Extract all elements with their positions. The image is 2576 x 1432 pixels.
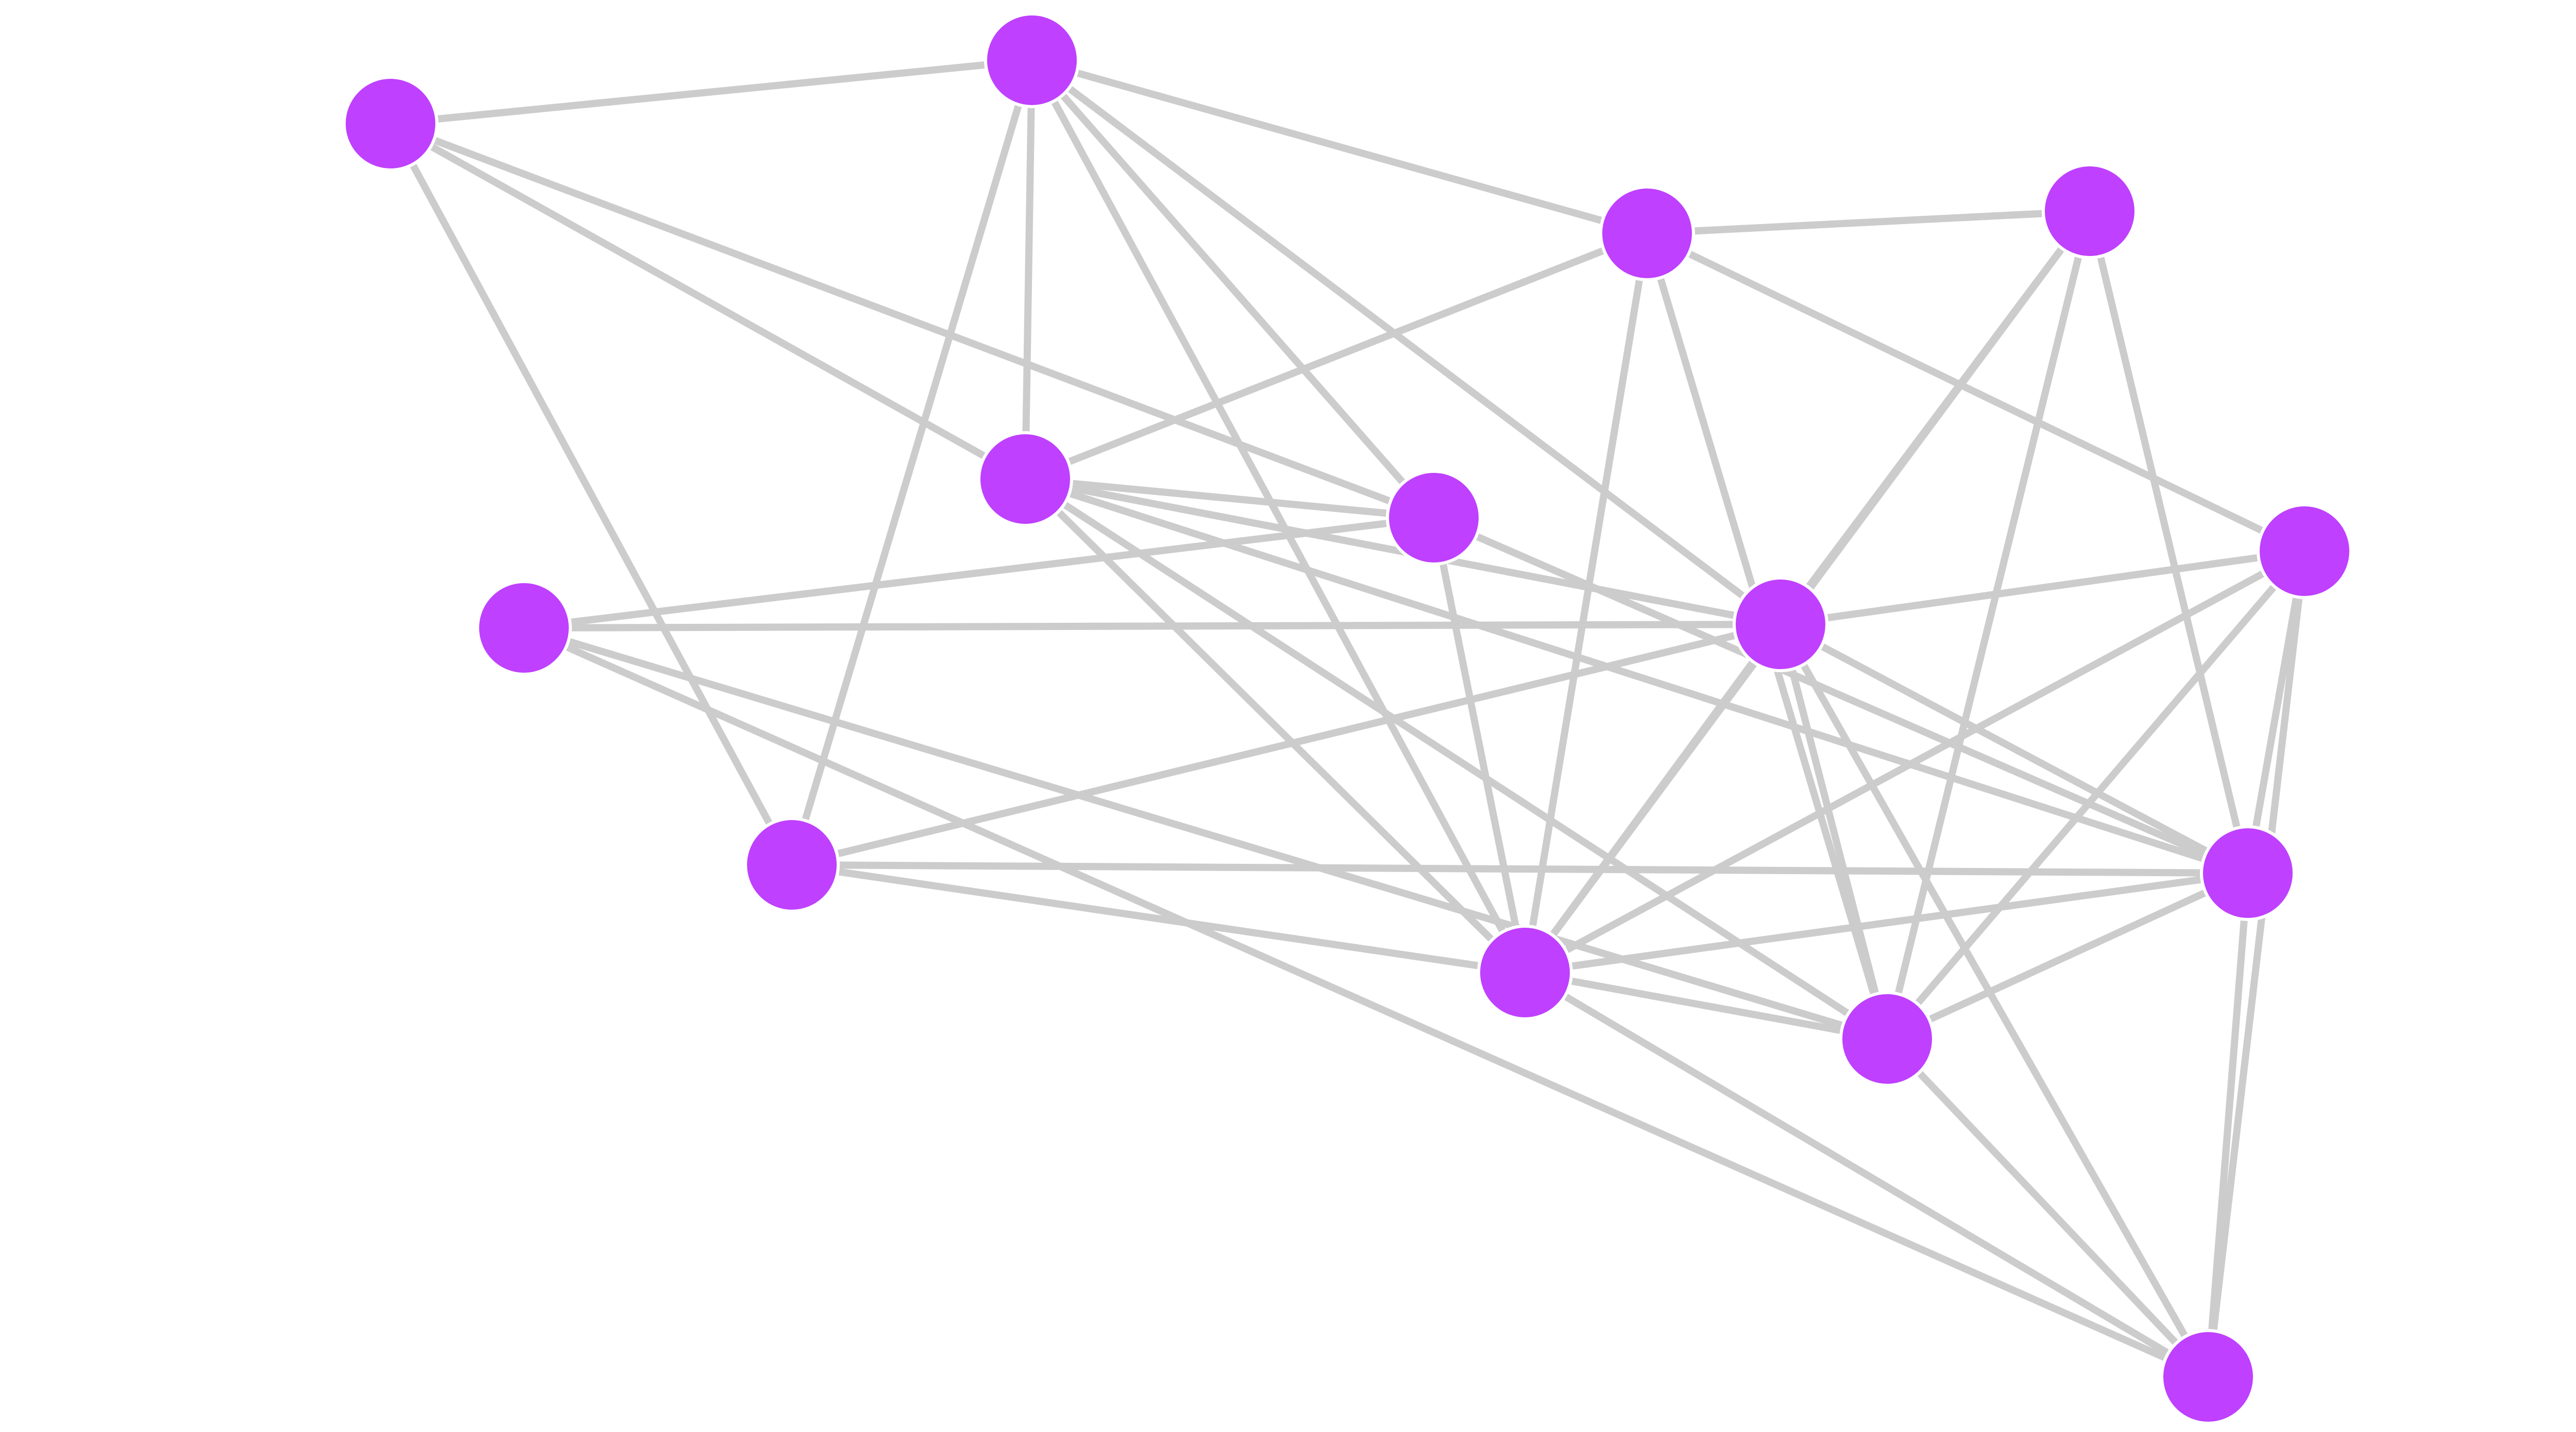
edge-n7-n9 bbox=[1430, 514, 1529, 976]
node-n12 bbox=[1839, 991, 1935, 1087]
edge-n1-n7 bbox=[1028, 57, 1437, 521]
edge-n1-n9 bbox=[1028, 57, 1529, 976]
edge-n8-n9 bbox=[1521, 621, 1784, 976]
edge-n2-n10 bbox=[1643, 230, 2308, 555]
node-n6 bbox=[744, 817, 840, 913]
edge-n9-n13 bbox=[1521, 969, 2212, 1380]
node-n9 bbox=[1477, 925, 1573, 1020]
edge-n5-n11 bbox=[1022, 475, 2251, 877]
edge-n8-n13 bbox=[1777, 621, 2212, 1380]
edge-n0-n7 bbox=[387, 120, 1437, 521]
node-n13 bbox=[2160, 1329, 2256, 1425]
node-n4 bbox=[476, 580, 572, 676]
node-n0 bbox=[343, 76, 438, 172]
edge-n3-n12 bbox=[1884, 208, 2093, 1043]
node-n3 bbox=[2042, 163, 2138, 259]
node-layer bbox=[343, 12, 2352, 1425]
edge-n1-n6 bbox=[788, 57, 1036, 868]
edge-n8-n11 bbox=[1777, 621, 2251, 877]
edge-n6-n11 bbox=[788, 861, 2251, 877]
edge-n5-n9 bbox=[1022, 475, 1529, 976]
edge-n1-n5 bbox=[1022, 57, 1036, 483]
node-n5 bbox=[977, 431, 1073, 527]
node-n8 bbox=[1733, 576, 1828, 672]
edge-n9-n11 bbox=[1521, 870, 2251, 976]
edge-n1-n2 bbox=[1028, 57, 1651, 237]
edge-n4-n13 bbox=[520, 624, 2212, 1380]
edge-n2-n3 bbox=[1643, 208, 2093, 237]
edge-n10-n13 bbox=[2205, 548, 2308, 1380]
edge-n9-n10 bbox=[1521, 548, 2308, 976]
edge-n11-n13 bbox=[2205, 870, 2251, 1380]
edge-n5-n7 bbox=[1022, 475, 1437, 521]
edge-n6-n9 bbox=[788, 861, 1529, 976]
node-n7 bbox=[1386, 470, 1482, 566]
edge-n9-n12 bbox=[1521, 969, 1891, 1043]
node-n10 bbox=[2257, 503, 2352, 599]
edge-n8-n12 bbox=[1777, 621, 1891, 1043]
edge-n0-n6 bbox=[387, 120, 795, 868]
node-n11 bbox=[2200, 825, 2296, 921]
node-n1 bbox=[984, 12, 1080, 108]
edge-layer bbox=[387, 57, 2308, 1380]
node-n2 bbox=[1599, 185, 1695, 281]
edge-n8-n10 bbox=[1777, 548, 2308, 628]
edge-n2-n9 bbox=[1521, 230, 1651, 976]
edge-n11-n12 bbox=[1884, 870, 2251, 1043]
edge-n12-n13 bbox=[1884, 1035, 2212, 1380]
edge-n4-n7 bbox=[520, 514, 1437, 632]
edge-n10-n12 bbox=[1884, 548, 2308, 1043]
edge-n4-n12 bbox=[520, 624, 1891, 1043]
edge-n1-n8 bbox=[1028, 57, 1784, 628]
edge-n4-n8 bbox=[520, 621, 1784, 632]
edge-n2-n5 bbox=[1022, 230, 1651, 483]
edge-n7-n11 bbox=[1430, 514, 2251, 877]
edge-n0-n5 bbox=[387, 120, 1029, 483]
edge-n6-n8 bbox=[788, 621, 1784, 868]
edge-n3-n11 bbox=[2086, 208, 2251, 877]
edge-n0-n1 bbox=[387, 57, 1036, 127]
